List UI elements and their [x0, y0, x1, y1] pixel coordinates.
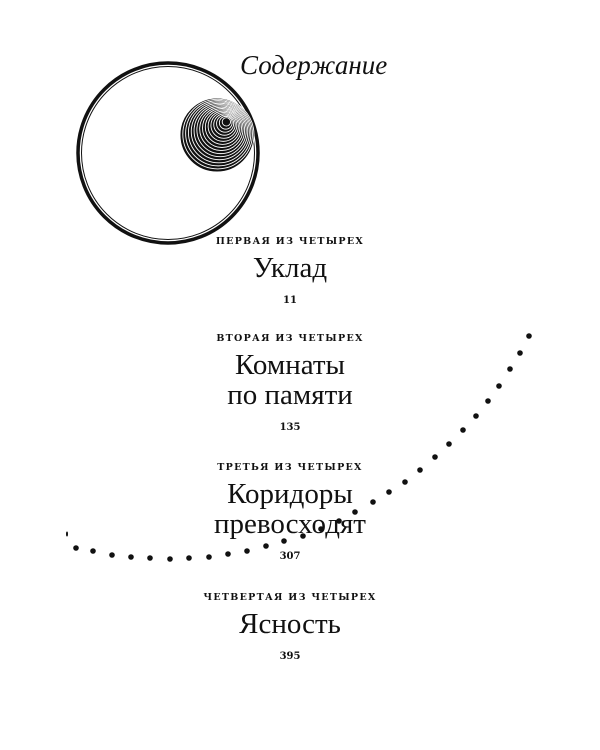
- dot: [263, 543, 269, 549]
- dot: [517, 350, 523, 356]
- dot: [167, 556, 173, 562]
- page-number: 307: [279, 551, 301, 562]
- part-label: ТРЕТЬЯ ИЗ ЧЕТЫРЕХ: [217, 462, 363, 473]
- dot: [147, 555, 153, 561]
- page-number: 135: [279, 422, 301, 433]
- dot: [225, 551, 231, 557]
- dot: [485, 398, 491, 404]
- dot: [186, 555, 192, 561]
- dot-fragment: [66, 531, 68, 537]
- part-title: Коридоры: [227, 478, 353, 510]
- dot: [206, 554, 212, 560]
- dot: [109, 552, 115, 558]
- page-title: Содержание: [240, 50, 388, 80]
- part-title-line-2: по памяти: [227, 379, 353, 411]
- toc-entry-2[interactable]: ВТОРАЯ ИЗ ЧЕТЫРЕХ Комнаты по памяти 135: [140, 333, 440, 433]
- dot: [244, 548, 250, 554]
- dotted-arc-ornament: [66, 333, 532, 562]
- dot: [507, 366, 513, 372]
- part-title: Комнаты: [235, 349, 345, 381]
- dot: [90, 548, 96, 554]
- dot: [386, 489, 392, 495]
- dot: [281, 538, 287, 544]
- dot: [432, 454, 438, 460]
- dot: [73, 545, 79, 551]
- dot: [460, 427, 466, 433]
- dot: [318, 526, 324, 532]
- part-title: Уклад: [252, 252, 328, 284]
- toc-entry-1[interactable]: ПЕРВАЯ ИЗ ЧЕТЫРЕХ Уклад 11: [140, 236, 440, 306]
- spiral-disc-ornament: [179, 97, 255, 173]
- dot: [336, 518, 342, 524]
- toc-entry-3[interactable]: ТРЕТЬЯ ИЗ ЧЕТЫРЕХ Коридоры превосходят 3…: [140, 462, 440, 562]
- dot: [300, 533, 306, 539]
- large-circle-ornament: [76, 61, 260, 245]
- part-label: ЧЕТВЕРТАЯ ИЗ ЧЕТЫРЕХ: [203, 592, 377, 603]
- dot: [417, 467, 423, 473]
- dot: [128, 554, 134, 560]
- dot: [496, 383, 502, 389]
- part-label: ПЕРВАЯ ИЗ ЧЕТЫРЕХ: [215, 236, 365, 247]
- page-number: 11: [283, 295, 297, 306]
- dot: [526, 333, 532, 339]
- dot: [473, 413, 479, 419]
- part-label: ВТОРАЯ ИЗ ЧЕТЫРЕХ: [216, 333, 364, 344]
- toc-entry-4[interactable]: ЧЕТВЕРТАЯ ИЗ ЧЕТЫРЕХ Ясность 395: [140, 592, 440, 662]
- page-number: 395: [279, 651, 301, 662]
- dot: [370, 499, 376, 505]
- part-title-line-2: превосходят: [214, 508, 366, 540]
- part-title: Ясность: [239, 608, 341, 640]
- dot: [402, 479, 408, 485]
- dot: [352, 509, 358, 515]
- dot: [446, 441, 452, 447]
